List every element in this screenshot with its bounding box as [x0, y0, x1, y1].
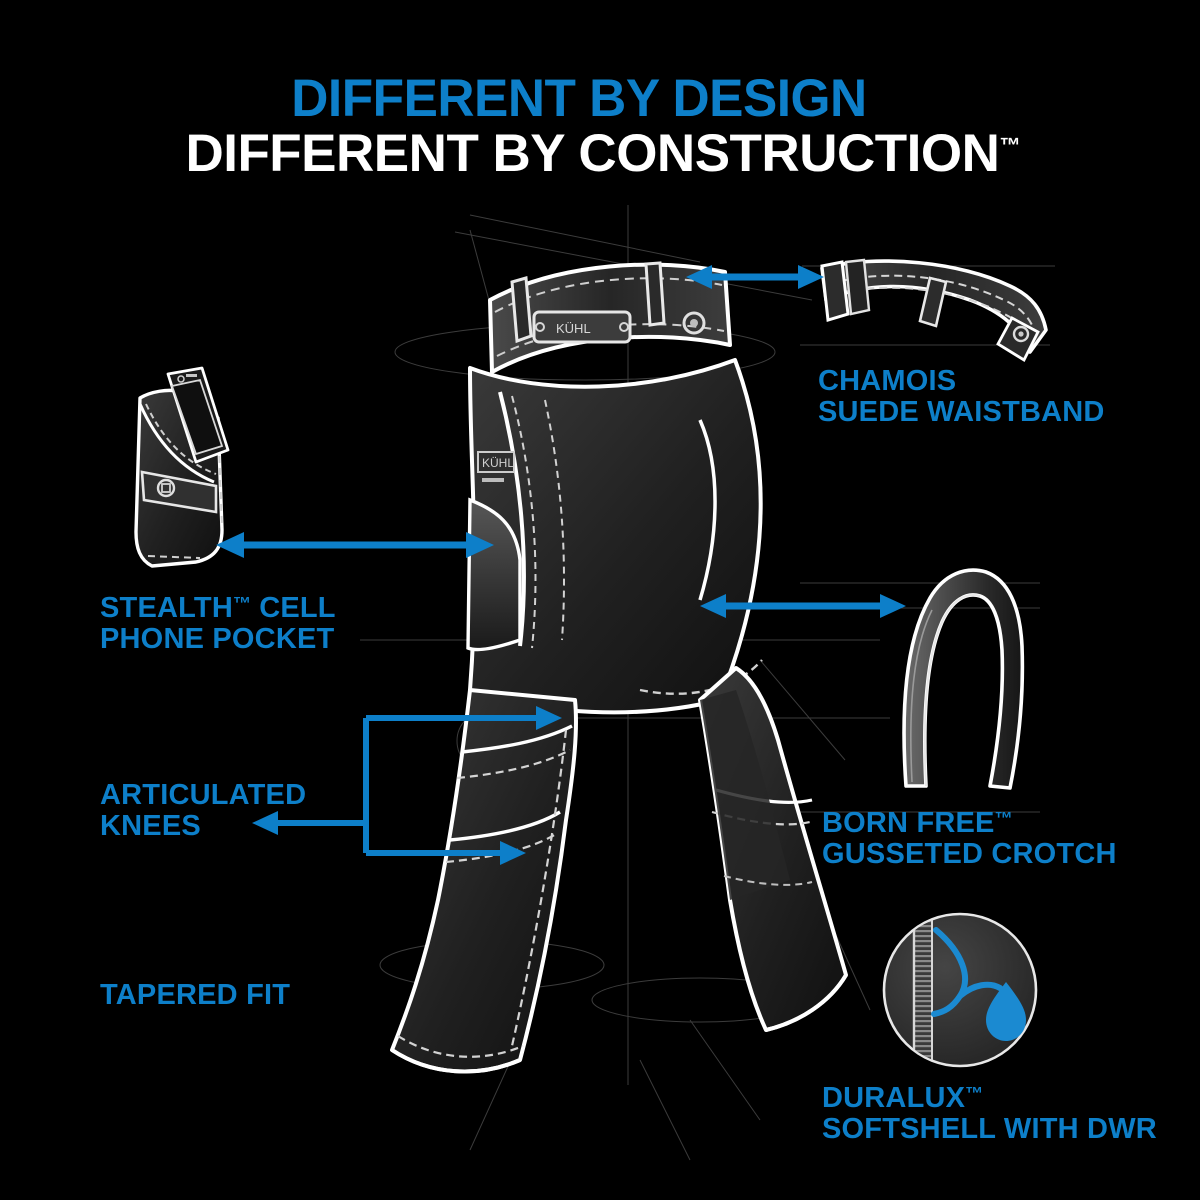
label-duralux-word: DURALUX — [822, 1082, 966, 1114]
headline-line-2: DIFFERENT BY CONSTRUCTION™ — [6, 127, 1200, 180]
label-duralux-line-1: DURALUX™ — [822, 1082, 1157, 1114]
trademark-icon: ™ — [232, 593, 251, 614]
label-chamois-line-1: CHAMOIS — [818, 365, 957, 397]
label-stealth-cell-phone-pocket: STEALTH™ CELL PHONE POCKET — [100, 592, 336, 656]
label-bornfree-line-1: BORN FREE™ — [822, 807, 1117, 839]
gusset-arrow — [700, 594, 906, 618]
trademark-icon: ™ — [994, 808, 1013, 829]
label-tapered-fit: TAPERED FIT — [100, 979, 291, 1011]
headline-line-1: DIFFERENT BY DESIGN — [291, 69, 867, 128]
trademark-icon: ™ — [965, 1083, 984, 1104]
waistband-arrow — [686, 265, 824, 289]
label-stealth-word: STEALTH — [100, 592, 233, 624]
headline-line-2-text: DIFFERENT BY CONSTRUCTION — [185, 124, 1000, 183]
label-stealth-line-2: PHONE POCKET — [100, 623, 335, 656]
label-duralux-line-2: SOFTSHELL WITH DWR — [822, 1113, 1157, 1146]
label-knees-line-1: ARTICULATED — [100, 779, 307, 811]
label-articulated-knees: ARTICULATED KNEES — [100, 779, 307, 843]
label-stealth-word-2: CELL — [250, 592, 336, 624]
label-tapered-line-1: TAPERED FIT — [100, 979, 291, 1011]
label-chamois-line-2: SUEDE WAISTBAND — [818, 396, 1105, 429]
label-born-free-gusseted-crotch: BORN FREE™ GUSSETED CROTCH — [822, 807, 1117, 871]
knees-bracket-arrow — [252, 706, 562, 865]
headline: DIFFERENT BY DESIGN DIFFERENT BY CONSTRU… — [0, 72, 1200, 180]
label-bornfree-word: BORN FREE — [822, 807, 995, 839]
phone-pocket-arrow — [216, 532, 494, 558]
label-bornfree-line-2: GUSSETED CROTCH — [822, 838, 1117, 871]
label-duralux-softshell-with-dwr: DURALUX™ SOFTSHELL WITH DWR — [822, 1082, 1157, 1146]
trademark-icon: ™ — [999, 134, 1021, 158]
label-knees-line-2: KNEES — [100, 810, 201, 843]
label-chamois-suede-waistband: CHAMOIS SUEDE WAISTBAND — [818, 365, 1105, 429]
label-stealth-line-1: STEALTH™ CELL — [100, 592, 336, 624]
